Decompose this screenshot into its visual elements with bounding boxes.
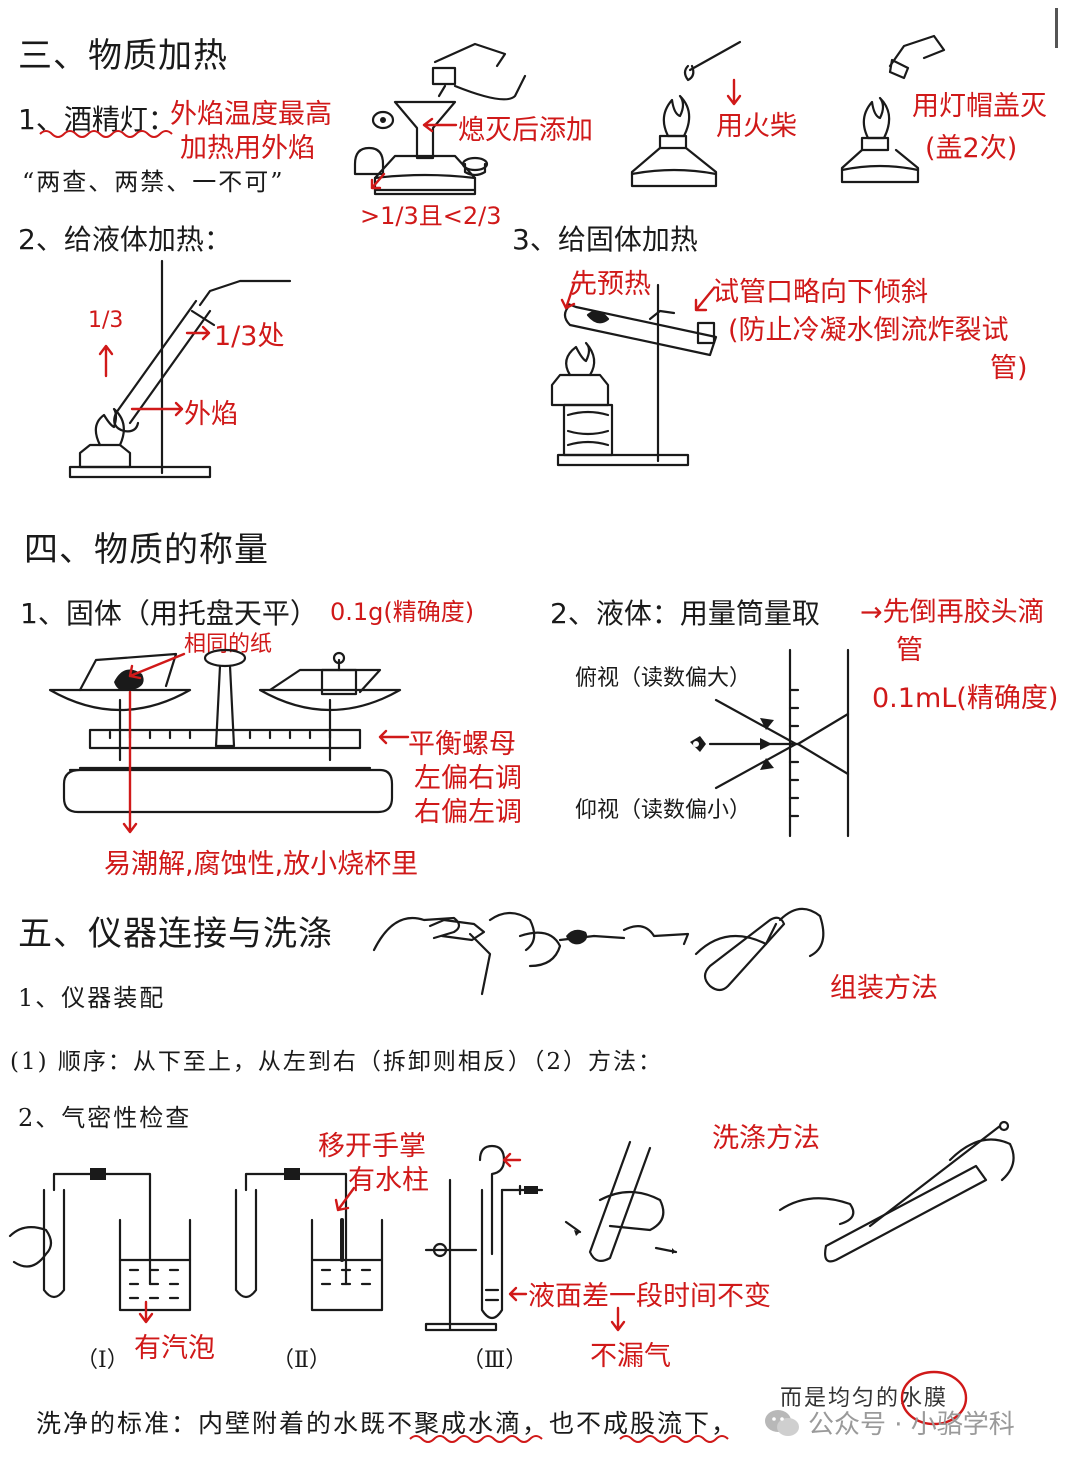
water-col-note: 有水柱 [348,1165,429,1196]
assembly-hands-diagram [372,907,825,996]
fig3-label: （Ⅲ） [462,1348,528,1373]
bubble-note: 有汽泡 [134,1333,215,1364]
liquid-third-place: 1/3处 [214,321,285,352]
weigh-liquid-note2: 管 [896,635,923,666]
weigh-liquid-note: →先倒再胶头滴 [860,597,1045,628]
deliq-arrow [122,690,138,834]
level-diff-note: 液面差一段时间不变 [528,1281,771,1312]
wechat-icon [765,1409,799,1436]
watermark-text: 公众号 · 小骆学科 [808,1410,1015,1440]
level-arrow [508,1286,528,1302]
volume-arrow [370,172,386,190]
weigh-nut3: 右偏左调 [414,797,522,828]
third-place-arrow [185,325,211,341]
liquid-heat-diagram [68,259,292,479]
look-up-text: 仰视（读数偏小） [575,798,752,823]
bubble-arrow [138,1300,154,1324]
weigh-precision2: 0.1mL(精确度) [872,683,1059,714]
solid-heat-diagram [550,283,718,467]
lamp-cap-note2: (盖2次) [925,133,1018,164]
weigh-nut2: 左偏右调 [414,763,522,794]
weigh-liquid-label: 2、液体：用量筒量取 [550,597,820,630]
lamp-note-use-outer: 加热用外焰 [180,133,315,164]
lamp-lighting-diagram [630,40,742,188]
water-col-arrow [334,1186,356,1212]
fig2-label: （Ⅱ） [272,1348,331,1373]
cylinder-reading-diagram [690,648,850,838]
lamp-rule: “两查、两禁、一不可” [22,168,285,196]
no-leak-arrow [610,1306,626,1332]
solid-tilt3: 管) [990,353,1028,384]
clean-wave-underline [409,1435,729,1443]
refill-arrow [422,117,458,133]
airtight-fig-1 [8,1168,192,1312]
lamp-refill-diagram [353,42,527,196]
assembly-label: 1、仪器装配 [18,984,166,1012]
lamp-refill-note: 熄灭后添加 [458,115,593,146]
airtight-fig-3 [424,1144,544,1332]
weigh-nut: 平衡螺母 [408,729,516,760]
airtight-fig-2 [234,1168,384,1312]
order-text: (1) 顺序：从下至上，从左到右（拆卸则相反）（2）方法： [10,1049,664,1075]
remove-hand-note: 移开手掌 [318,1131,426,1162]
third-arrow [98,344,114,378]
lamp-cap-note: 用灯帽盖灭 [912,91,1047,122]
lamp-volume-note: >1/3且<2/3 [360,202,502,230]
solid-tilt2: (防止冷凝水倒流炸裂试 [728,315,1009,346]
clean-standard: 洗净的标准：内壁附着的水既不聚成水滴，也不成股流下， [36,1409,739,1438]
water-film-circle [900,1370,968,1426]
weigh-deliq: 易潮解,腐蚀性,放小烧杯里 [104,849,419,880]
wash-method-note: 洗涤方法 [712,1123,820,1154]
airtight-label: 2、气密性检查 [18,1104,192,1132]
wash-brush-diagram [778,1120,1015,1263]
liquid-third: 1/3 [88,308,124,333]
weigh-precision: 0.1g(精确度) [330,598,475,626]
clean-standard-tail: 而是均匀的水膜 [780,1386,949,1411]
outer-flame-arrow [130,401,184,417]
weigh-solid-label: 1、固体（用托盘天平） [20,597,318,630]
section-4-title: 四、物质的称量 [24,530,269,570]
balance-diagram [48,648,402,814]
lamp-note-outer-flame: 外焰温度最高 [170,99,332,130]
paper-arrow [128,652,186,680]
solid-tilt: 试管口略向下倾斜 [712,277,928,308]
nut-arrow [378,729,410,745]
section-3-title: 三、物质加热 [18,36,228,76]
solid-heat-label: 3、给固体加热 [512,223,698,256]
solid-preheat: 先预热 [570,269,651,300]
match-arrow [726,78,742,106]
funnel-arrow [502,1152,522,1168]
lamp-match-note: 用火柴 [716,111,797,142]
page-edge [1055,8,1058,48]
no-leak-note: 不漏气 [590,1341,671,1372]
liquid-heat-label: 2、给液体加热： [18,223,232,256]
weigh-paper: 相同的纸 [184,632,273,657]
watermark: 公众号 · 小骆学科 [764,1404,1015,1441]
fig1-label: （Ⅰ） [76,1348,129,1373]
liquid-outer-flame: 外焰 [184,399,238,430]
wash-shake-diagram [564,1140,678,1263]
section-5-title: 五、仪器连接与洗涤 [18,914,333,954]
wave-underline [39,130,173,138]
tilt-arrow [694,286,716,312]
look-down-text: 俯视（读数偏大） [575,666,752,691]
assembly-method-note: 组装方法 [830,973,938,1004]
lamp-cap-diagram [840,34,946,184]
preheat-arrow [560,282,576,310]
